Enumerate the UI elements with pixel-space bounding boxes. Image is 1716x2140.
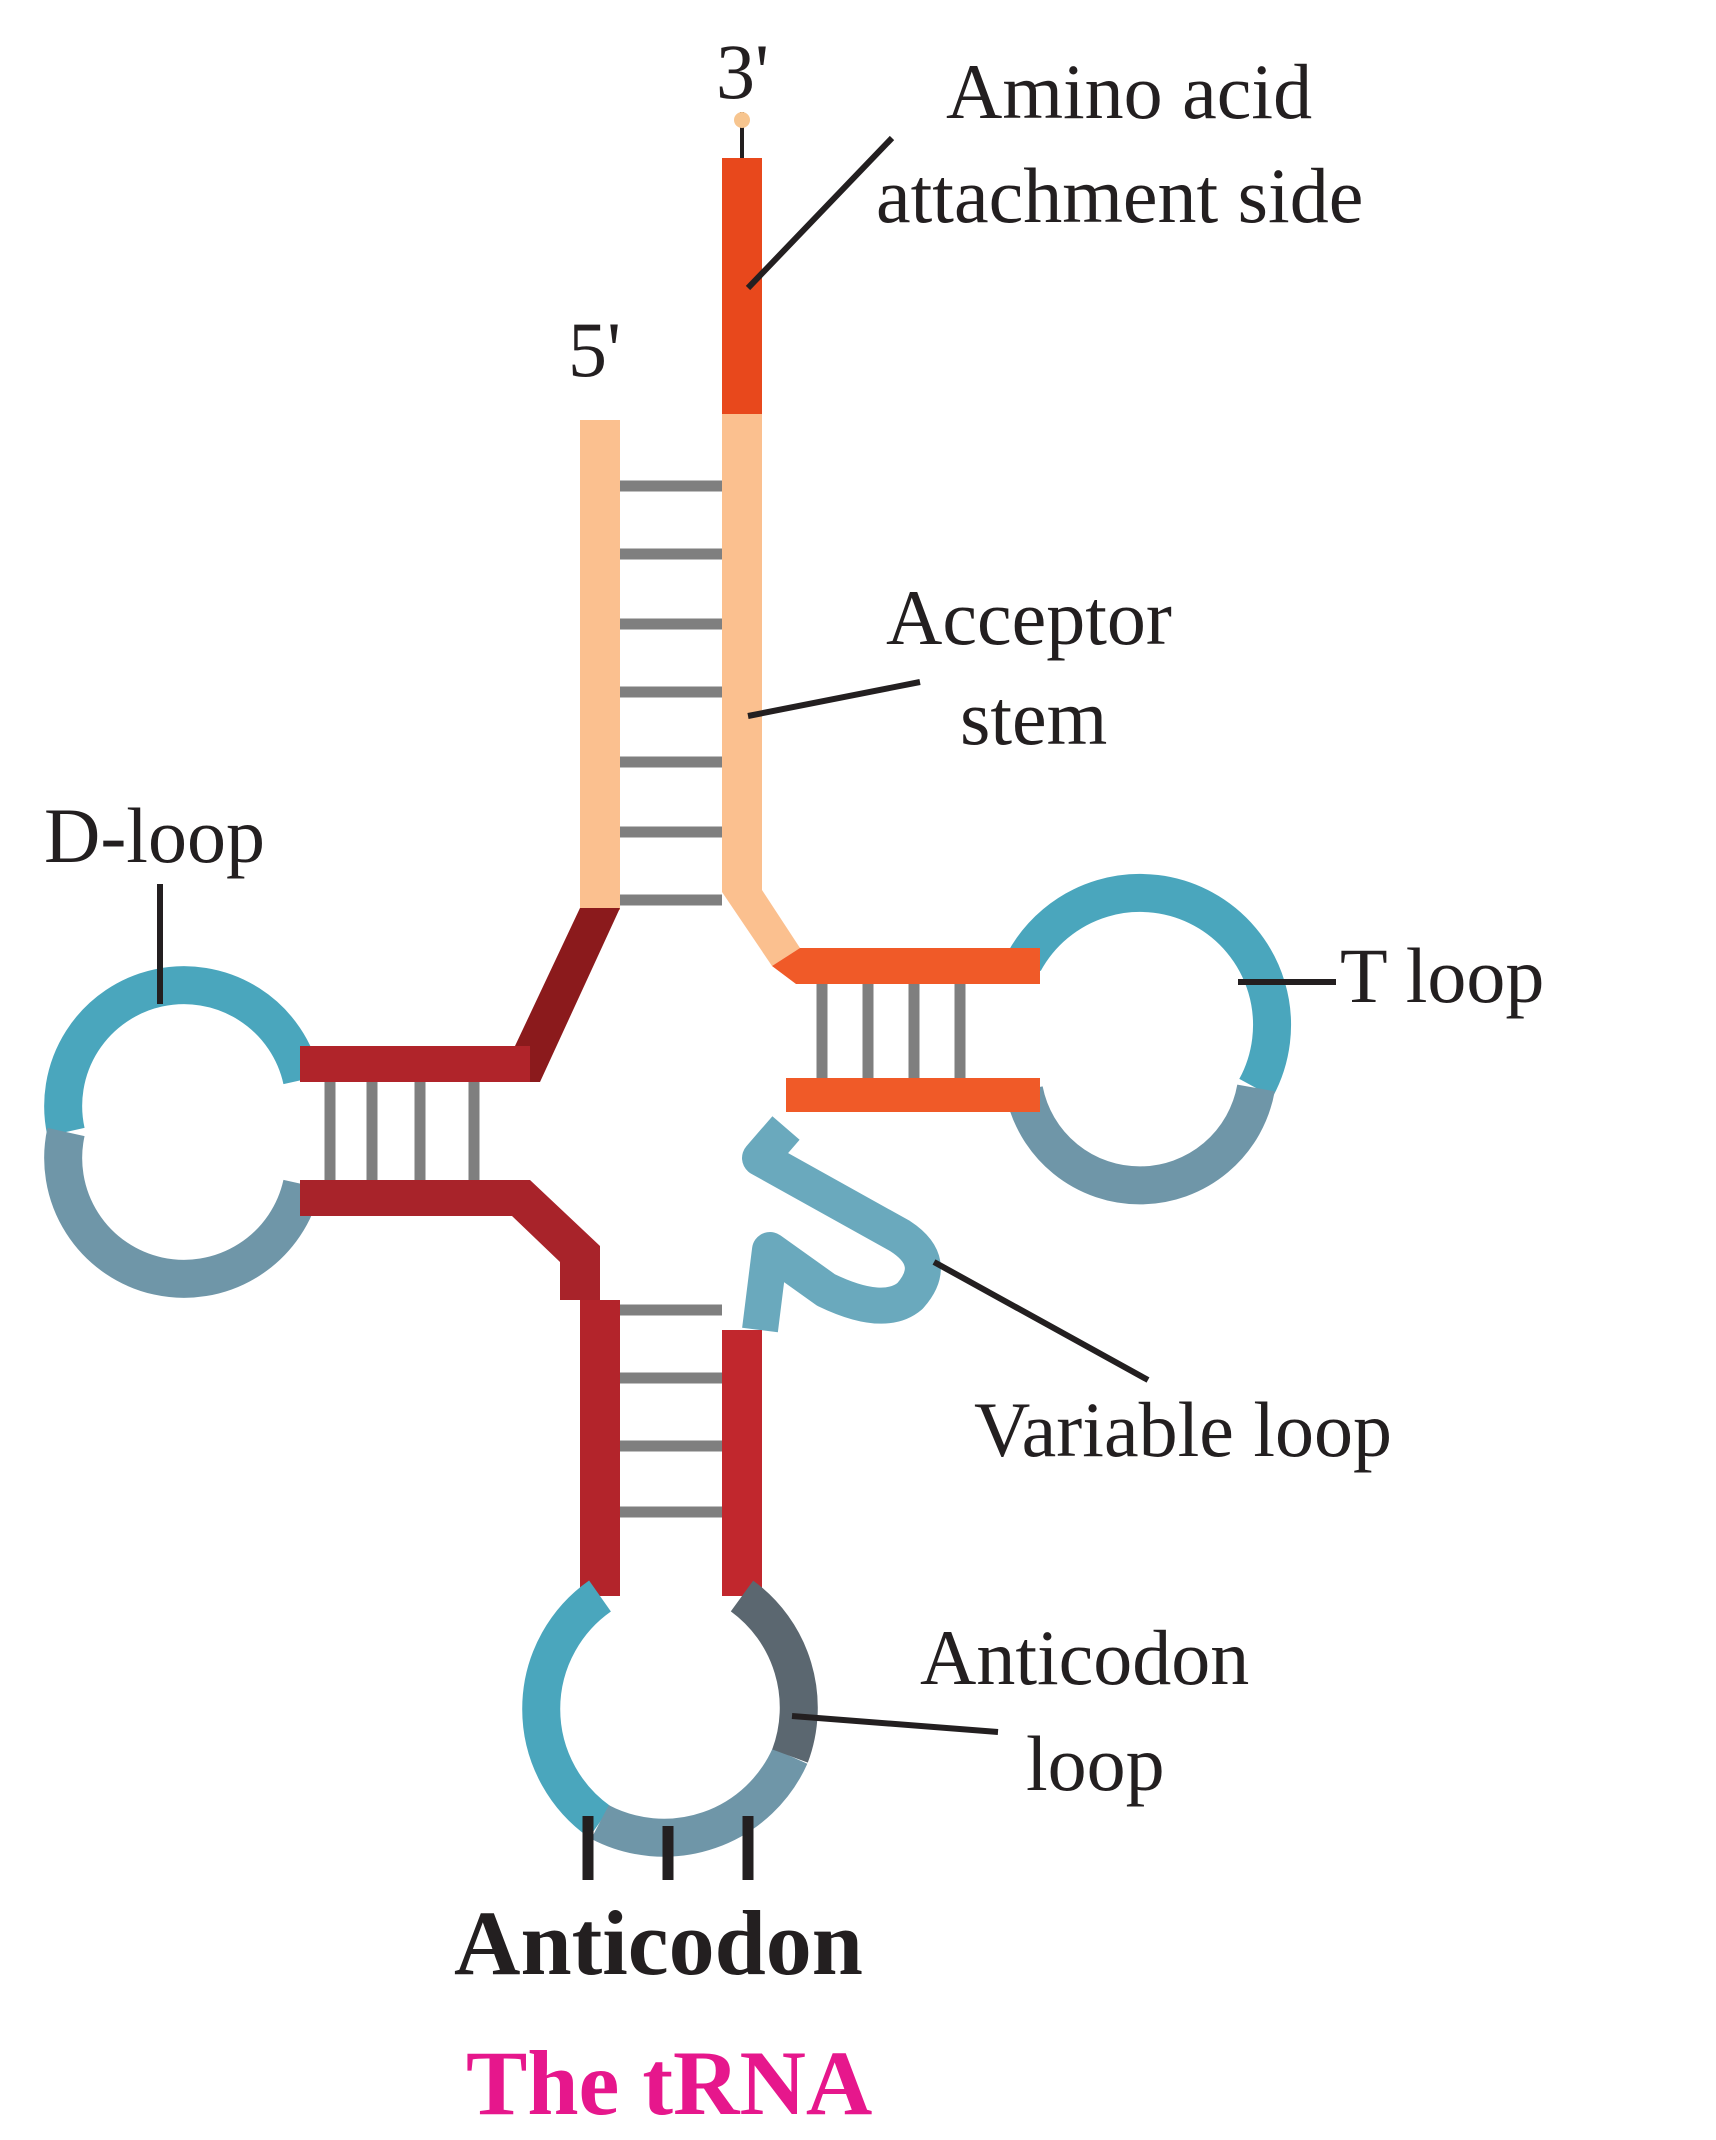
anticodon-arm [522,1300,818,1880]
anticodon-arm-left-strand [580,1300,620,1596]
anticodon-label: Anticodon [454,1892,863,1994]
variable-loop [742,1116,941,1333]
t-loop-label: T loop [1340,932,1544,1019]
leader-lines [157,135,1336,1735]
acceptor-5prime-strand [580,420,620,910]
acceptor-base-pairs [620,480,722,906]
d-arm-base-pairs [324,1082,480,1180]
d-arm-lower-strand [300,1180,600,1300]
three-prime-dot [734,112,750,128]
anticodon-arm-right-strand [722,1330,762,1596]
diagram-caption: The tRNA [466,2032,872,2134]
anticodon-arm-base-pairs [620,1304,722,1518]
t-arm-base-pairs [816,984,966,1078]
variable-loop-label: Variable loop [974,1386,1392,1473]
amino-acid-leader [745,135,895,291]
amino-acid-label-line1: Amino acid [946,48,1312,135]
acceptor-leader [747,679,921,719]
acceptor-label-line1: Acceptor [886,574,1172,661]
d-loop-upper [44,966,321,1137]
t-loop-lower [1005,1084,1275,1205]
variable-loop-leader [932,1259,1150,1383]
acceptor-label-line2: stem [960,674,1107,761]
anticodon-loop-label-line1: Anticodon [920,1614,1249,1701]
t-arm-upper-strand [772,948,1040,984]
anticodon-loop-label-line2: loop [1026,1720,1165,1807]
d-loop-label: D-loop [44,792,265,879]
amino-acid-label-line2: attachment side [876,152,1363,239]
t-arm-lower-strand [786,1078,1040,1112]
anticodon-loop-bottom [591,1747,808,1857]
five-prime-label: 5' [568,306,621,393]
anticodon-loop-right [730,1580,818,1763]
d-arm [44,908,620,1300]
d-arm-upper-strand [300,908,620,1082]
acceptor-stem [580,112,800,966]
anticodon-loop-left [522,1580,612,1838]
t-arm [772,874,1291,1205]
three-prime-label: 3' [716,28,769,115]
acceptor-3prime-strand [722,414,800,966]
t-loop-upper [1007,874,1291,1098]
anticodon-bases [582,1816,754,1880]
amino-acid-attachment-segment [722,158,762,416]
anticodon-loop-leader [791,1713,999,1735]
d-loop-lower [44,1127,321,1298]
